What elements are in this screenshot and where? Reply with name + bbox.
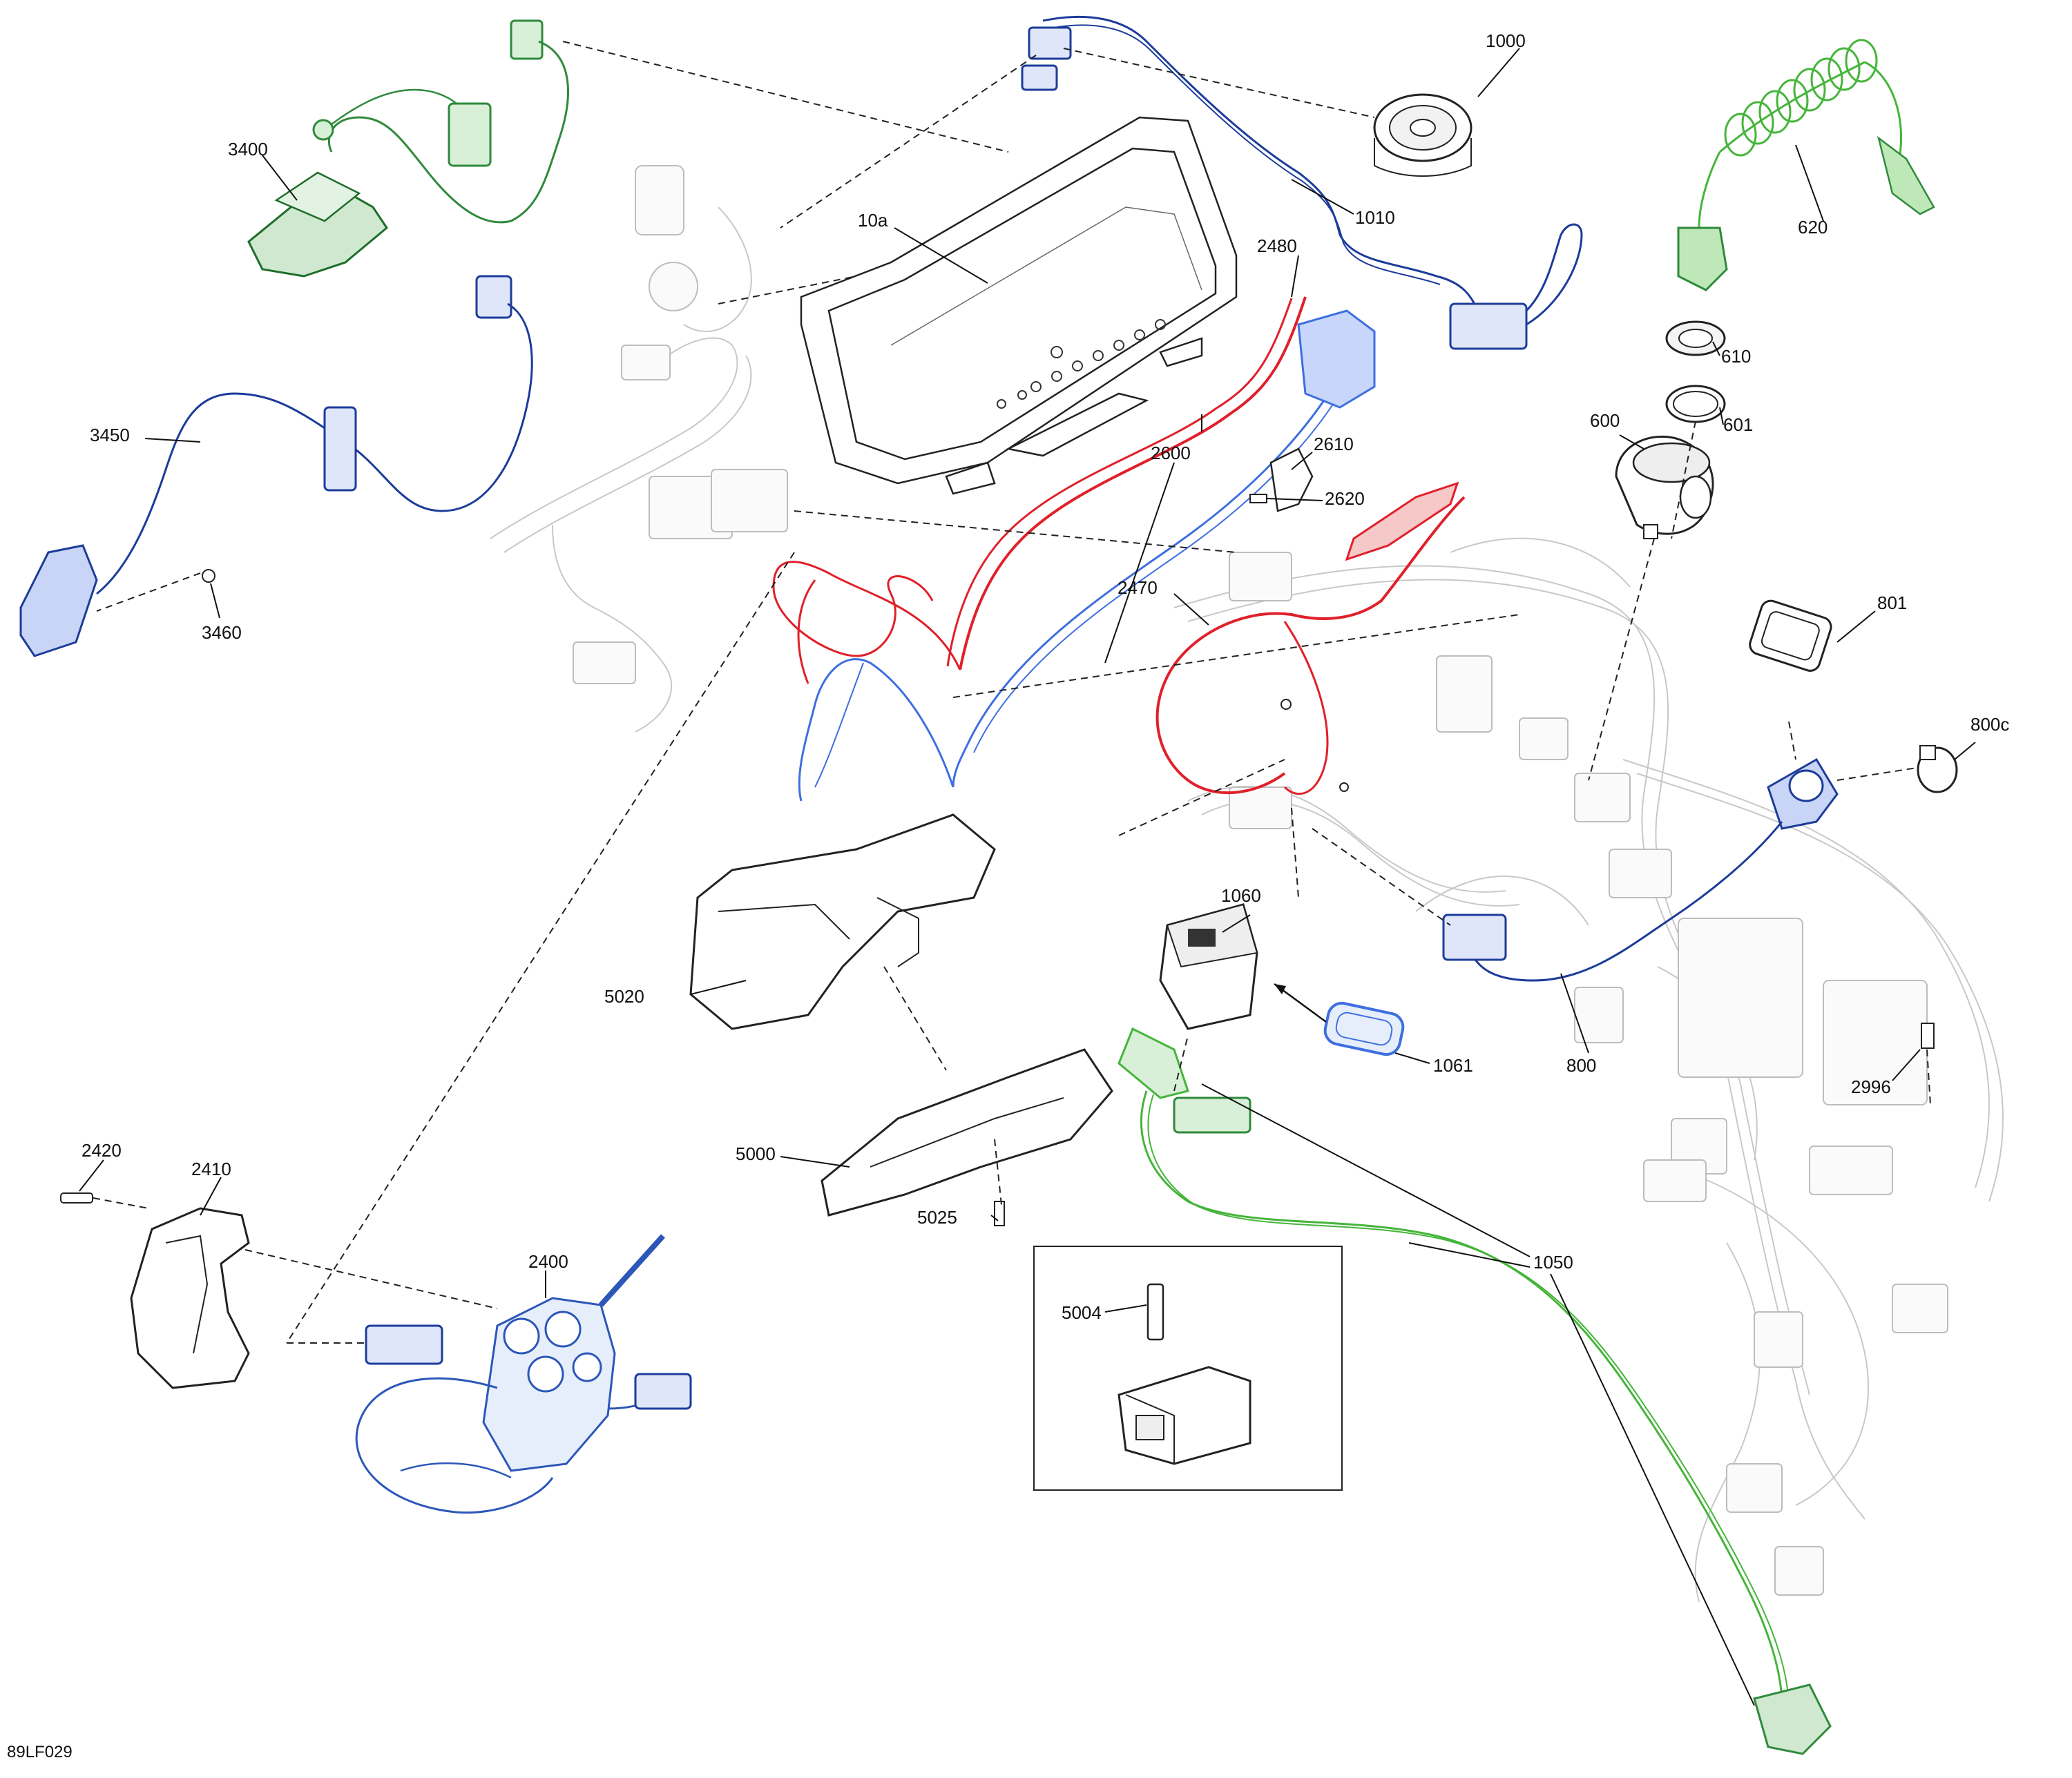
callout-2610: 2610 [1314,434,1354,454]
callout-1060: 1060 [1221,885,1261,906]
callout-1061: 1061 [1433,1055,1473,1076]
tether-cord-620 [1677,39,1935,291]
seal-801 [1749,599,1832,672]
screw-2420 [60,1192,93,1204]
instrument-cluster [800,116,1238,495]
callout-3400: 3400 [228,139,268,160]
seal-1061 [1323,1001,1405,1056]
clip-2610 [1269,447,1314,512]
cover-5020 [689,813,996,1030]
callout-1050: 1050 [1533,1252,1573,1273]
cover-2410 [130,1207,250,1389]
clip-marker-icon [1339,782,1349,792]
handlebar-switch-2400 [355,1234,692,1514]
cluster-indicator-icons [997,319,1166,409]
callout-3460: 3460 [202,622,242,643]
callout-600: 600 [1590,410,1620,431]
callout-10a: 10a [858,210,888,231]
switch-600 [1615,435,1714,539]
switch-1060 [1159,903,1258,1030]
screw-2996 [1921,1023,1935,1049]
harness-1010 [1021,15,1583,350]
callout-2996: 2996 [1851,1076,1891,1097]
callout-601: 601 [1723,414,1753,435]
main-harness-ghost [1173,537,2004,1603]
harness-3400 [247,19,569,278]
ring-601 [1665,385,1726,423]
leader-lines [79,48,1976,1706]
callout-5020: 5020 [604,986,644,1007]
clip-marker-icon [1280,699,1292,710]
usb-outlet [1373,93,1473,177]
callout-2410: 2410 [191,1159,231,1179]
callout-labels: 1000 1010 10a 2480 620 3400 3450 3460 26… [81,30,2009,1323]
harness-2480 [772,296,1307,684]
callout-800: 800 [1566,1055,1596,1076]
diagram-reference-code: 89LF029 [7,1743,73,1761]
callout-800c: 800c [1970,714,2009,735]
callout-801: 801 [1877,592,1907,613]
screw-2620 [1249,494,1267,503]
callout-5000: 5000 [736,1143,776,1164]
ring-610 [1665,320,1726,356]
screw-5025 [994,1201,1005,1226]
callout-620: 620 [1798,217,1828,238]
screw-3460-icon [202,569,215,583]
callout-2420: 2420 [81,1140,122,1161]
callout-2400: 2400 [528,1251,568,1272]
callout-2600: 2600 [1151,443,1191,463]
harness-1050 [1117,1027,1832,1755]
assembly-dashed-lines [93,41,1931,1344]
upper-harness-ghost [490,165,788,733]
callout-2620: 2620 [1325,488,1365,509]
callout-5004: 5004 [1062,1302,1102,1323]
callout-2480: 2480 [1257,235,1297,256]
inset-box [1033,1246,1343,1491]
callout-3450: 3450 [90,425,130,445]
callout-610: 610 [1721,346,1751,367]
callout-5025: 5025 [917,1207,957,1228]
cover-5000 [821,1048,1113,1217]
callout-1010: 1010 [1355,207,1395,228]
cap-800c [1917,745,1958,793]
harness-800 [1442,757,1839,982]
harness-3450 [19,275,533,657]
arrowhead-icon [1274,984,1286,994]
harness-2470 [1155,481,1466,795]
callout-2470: 2470 [1117,577,1158,598]
callout-1000: 1000 [1486,30,1526,51]
